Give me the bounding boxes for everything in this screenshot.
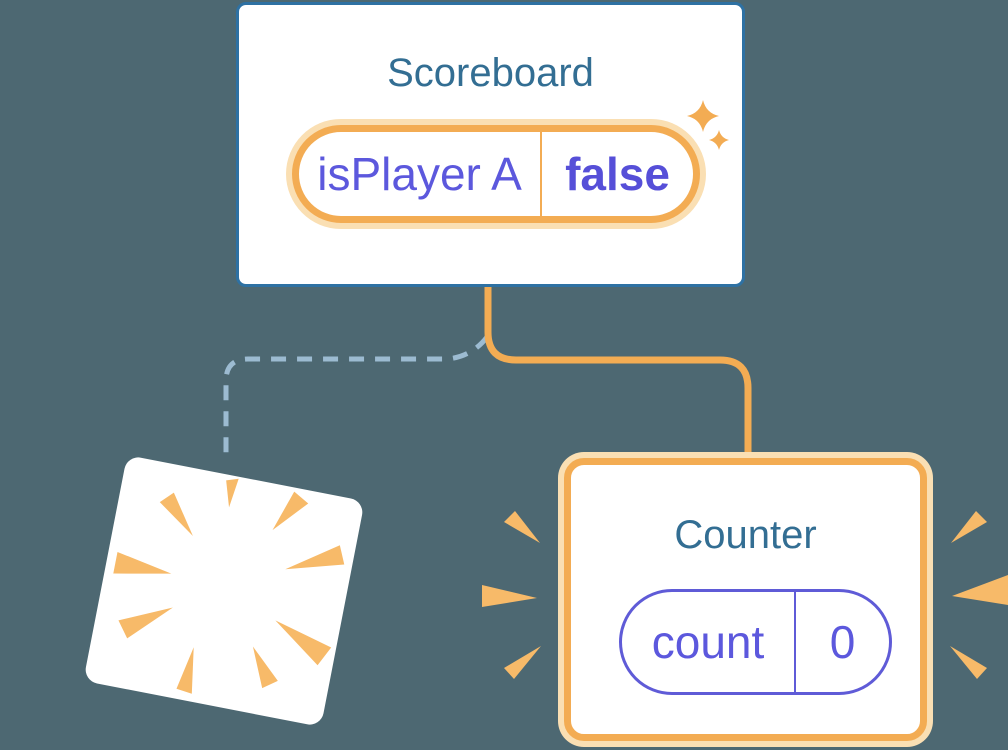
burst-ray: [159, 492, 193, 537]
state-value: false: [540, 132, 693, 216]
emphasis-marks-right-icon: [950, 511, 1008, 679]
removed-branch-connector-dashed-line: [223, 335, 489, 462]
emphasis-mark: [950, 646, 987, 679]
counter-component-card: Counter count 0: [564, 458, 927, 741]
emphasis-mark: [504, 646, 541, 679]
burst-ray: [275, 620, 332, 666]
burst-ray: [113, 551, 172, 574]
destroyed-component-card: [83, 455, 365, 727]
emphasis-mark: [952, 575, 1008, 605]
scoreboard-state-pill: isPlayer A false: [292, 125, 700, 223]
emphasis-mark: [504, 511, 540, 543]
burst-ray: [118, 607, 173, 639]
burst-ray: [285, 545, 345, 570]
emphasis-mark: [482, 585, 537, 607]
burst-ray: [272, 491, 309, 531]
counter-title: Counter: [674, 513, 817, 557]
scoreboard-title: Scoreboard: [387, 51, 594, 95]
burst-ray: [252, 646, 278, 689]
state-name: isPlayer A: [317, 148, 522, 200]
sparkle-small: [709, 130, 729, 150]
burst-ray: [226, 478, 239, 508]
sparkles-icon: [687, 100, 729, 150]
emphasis-marks-left-icon: [482, 511, 541, 679]
state-name: count: [651, 616, 765, 668]
active-branch-connector-line: [484, 284, 752, 455]
poof-burst-icon: [113, 478, 345, 694]
sparkle-large: [687, 100, 719, 132]
state-value: 0: [794, 592, 889, 692]
scoreboard-component-card: Scoreboard isPlayer A false: [236, 2, 745, 287]
emphasis-mark: [951, 511, 987, 543]
counter-state-pill: count 0: [619, 589, 892, 695]
burst-ray: [176, 647, 194, 694]
